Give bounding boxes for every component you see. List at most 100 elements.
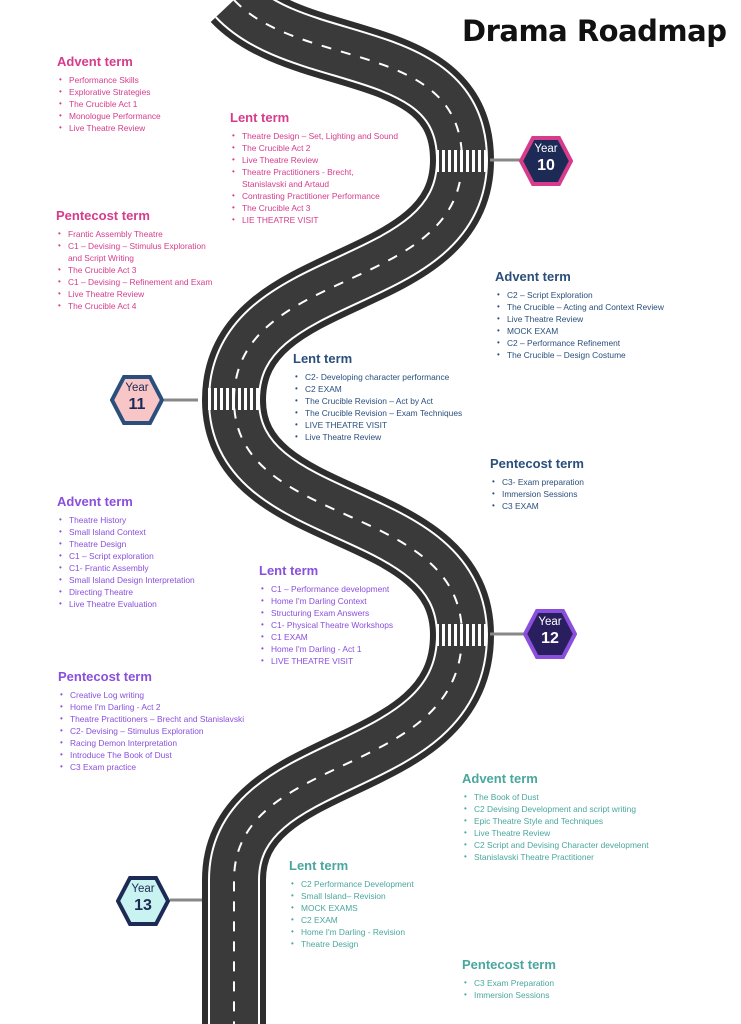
list-item: Explorative Strategies [59,86,161,98]
list-item: Home I'm Darling Context [261,595,393,607]
list-item: Theatre History [59,514,195,526]
list-item: C2 EXAM [295,383,462,395]
list-item: Theatre Practitioners - Brecht, [232,166,398,178]
list-item: The Crucible Revision – Act by Act [295,395,462,407]
y11-pentecost: Pentecost term C3- Exam preparation Imme… [490,456,584,512]
list-item: Live Theatre Review [497,313,664,325]
y12-advent: Advent term Theatre History Small Island… [57,494,195,610]
year-number: 10 [537,157,555,174]
list-item: The Crucible – Design Costume [497,349,664,361]
list-item: Theatre Design [291,938,414,950]
list-item: C1 – Script exploration [59,550,195,562]
list-item: C2 Devising Development and script writi… [464,803,649,815]
term-heading: Advent term [462,771,538,786]
list-item: The Crucible – Acting and Context Review [497,301,664,313]
year-11-badge: Year 11 [110,375,164,425]
term-heading: Advent term [57,54,133,69]
list-item: Home I'm Darling - Act 2 [60,701,244,713]
list-item: Live Theatre Evaluation [59,598,195,610]
term-heading: Lent term [293,351,353,366]
term-heading: Pentecost term [490,456,584,471]
year-number: 12 [541,630,559,647]
y13-pentecost: Pentecost term C3 Exam Preparation Immer… [462,957,556,1001]
crosswalk-year12 [436,624,487,646]
list-item: Theatre Design – Set, Lighting and Sound [232,130,398,142]
y13-lent: Lent term C2 Performance Development Sma… [289,858,414,950]
list-item: C3- Exam preparation [492,476,584,488]
list-item: C1 EXAM [261,631,393,643]
list-item: Small Island– Revision [291,890,414,902]
y10-pentecost: Pentecost term Frantic Assembly Theatre … [56,208,212,312]
list-item: Live Theatre Review [464,827,649,839]
list-item: The Crucible Act 4 [58,300,212,312]
list-item: LIE THEATRE VISIT [232,214,398,226]
year-12-badge: Year 12 [523,609,577,659]
list-item: Immersion Sessions [464,989,556,1001]
list-item: Immersion Sessions [492,488,584,500]
list-item-continuation: and Script Writing [68,253,134,263]
list-item: Contrasting Practitioner Performance [232,190,398,202]
term-heading: Pentecost term [462,957,556,972]
list-item: Home I'm Darling - Act 1 [261,643,393,655]
list-item: LIVE THEATRE VISIT [261,655,393,667]
list-item: Monologue Performance [59,110,161,122]
list-item: Small Island Design Interpretation [59,574,195,586]
year-label: Year [534,143,558,155]
list-item: Live Theatre Review [295,431,462,443]
year-number: 13 [134,897,152,914]
crosswalk-year11 [208,388,259,410]
list-item: Live Theatre Review [59,122,161,134]
list-item: The Crucible Act 3 [232,202,398,214]
list-item: Home I'm Darling - Revision [291,926,414,938]
y10-lent: Lent term Theatre Design – Set, Lighting… [230,110,398,226]
list-item: Introduce The Book of Dust [60,749,244,761]
list-item: The Crucible Act 2 [232,142,398,154]
term-heading: Advent term [57,494,133,509]
list-item: Small Island Context [59,526,195,538]
list-item: C1- Frantic Assembly [59,562,195,574]
list-item: C3 Exam Preparation [464,977,556,989]
year-label: Year [538,616,562,628]
year-label: Year [125,382,149,394]
list-item: Theatre Practitioners – Brecht and Stani… [60,713,244,725]
list-item: C2 Performance Development [291,878,414,890]
y13-advent: Advent term The Book of Dust C2 Devising… [462,771,649,863]
list-item: Epic Theatre Style and Techniques [464,815,649,827]
year-10-badge: Year 10 [519,136,573,186]
list-item: LIVE THEATRE VISIT [295,419,462,431]
term-heading: Lent term [289,858,349,873]
list-item: Racing Demon Interpretation [60,737,244,749]
list-item: Structuring Exam Answers [261,607,393,619]
list-item: C2- Developing character performance [295,371,462,383]
term-heading: Pentecost term [56,208,150,223]
list-item: C3 Exam practice [60,761,244,773]
list-item: Live Theatre Review [58,288,212,300]
list-item: C3 EXAM [492,500,584,512]
list-item: Live Theatre Review [232,154,398,166]
list-item: Directing Theatre [59,586,195,598]
crosswalk-year10 [436,150,487,172]
list-item: C2- Devising – Stimulus Exploration [60,725,244,737]
list-item: Performance Skills [59,74,161,86]
page-title: Drama Roadmap [462,14,727,48]
y10-advent: Advent term Performance Skills Explorati… [57,54,161,134]
year-13-badge: Year 13 [116,876,170,926]
list-item: The Book of Dust [464,791,649,803]
y12-lent: Lent term C1 – Performance development H… [259,563,393,667]
list-item: C2 EXAM [291,914,414,926]
list-item: C1- Physical Theatre Workshops [261,619,393,631]
list-item: C1 – Performance development [261,583,393,595]
y11-advent: Advent term C2 – Script Exploration The … [495,269,664,361]
list-item-continuation: Stanislavski and Artaud [242,179,330,189]
year-number: 11 [128,396,146,413]
list-item: Stanislavski Theatre Practitioner [464,851,649,863]
term-heading: Advent term [495,269,571,284]
list-item: C1 – Devising – Stimulus Exploration [58,240,212,252]
list-item: C2 – Performance Refinement [497,337,664,349]
list-item: The Crucible Revision – Exam Techniques [295,407,462,419]
list-item: Creative Log writing [60,689,244,701]
y12-pentecost: Pentecost term Creative Log writing Home… [58,669,244,773]
list-item: C2 Script and Devising Character develop… [464,839,649,851]
list-item: The Crucible Act 1 [59,98,161,110]
